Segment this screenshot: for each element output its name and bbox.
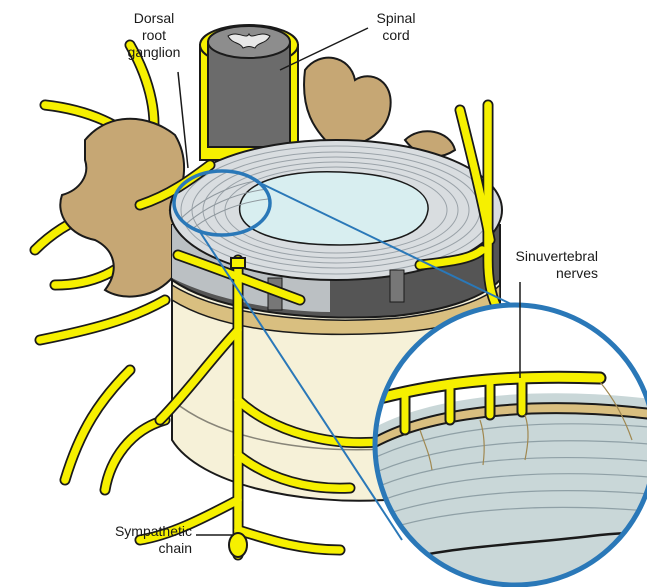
intervertebral-disc [170, 140, 502, 318]
magnifier-ring-icon [370, 305, 647, 587]
label-dorsal-root-ganglion: Dorsal root ganglion [118, 10, 190, 61]
label-spinal-cord: Spinal cord [365, 10, 427, 44]
label-sympathetic-chain: Sympathetic chain [100, 523, 192, 557]
label-sinuvertebral-nerves: Sinuvertebral nerves [482, 248, 598, 282]
spinal-cord [200, 25, 298, 160]
